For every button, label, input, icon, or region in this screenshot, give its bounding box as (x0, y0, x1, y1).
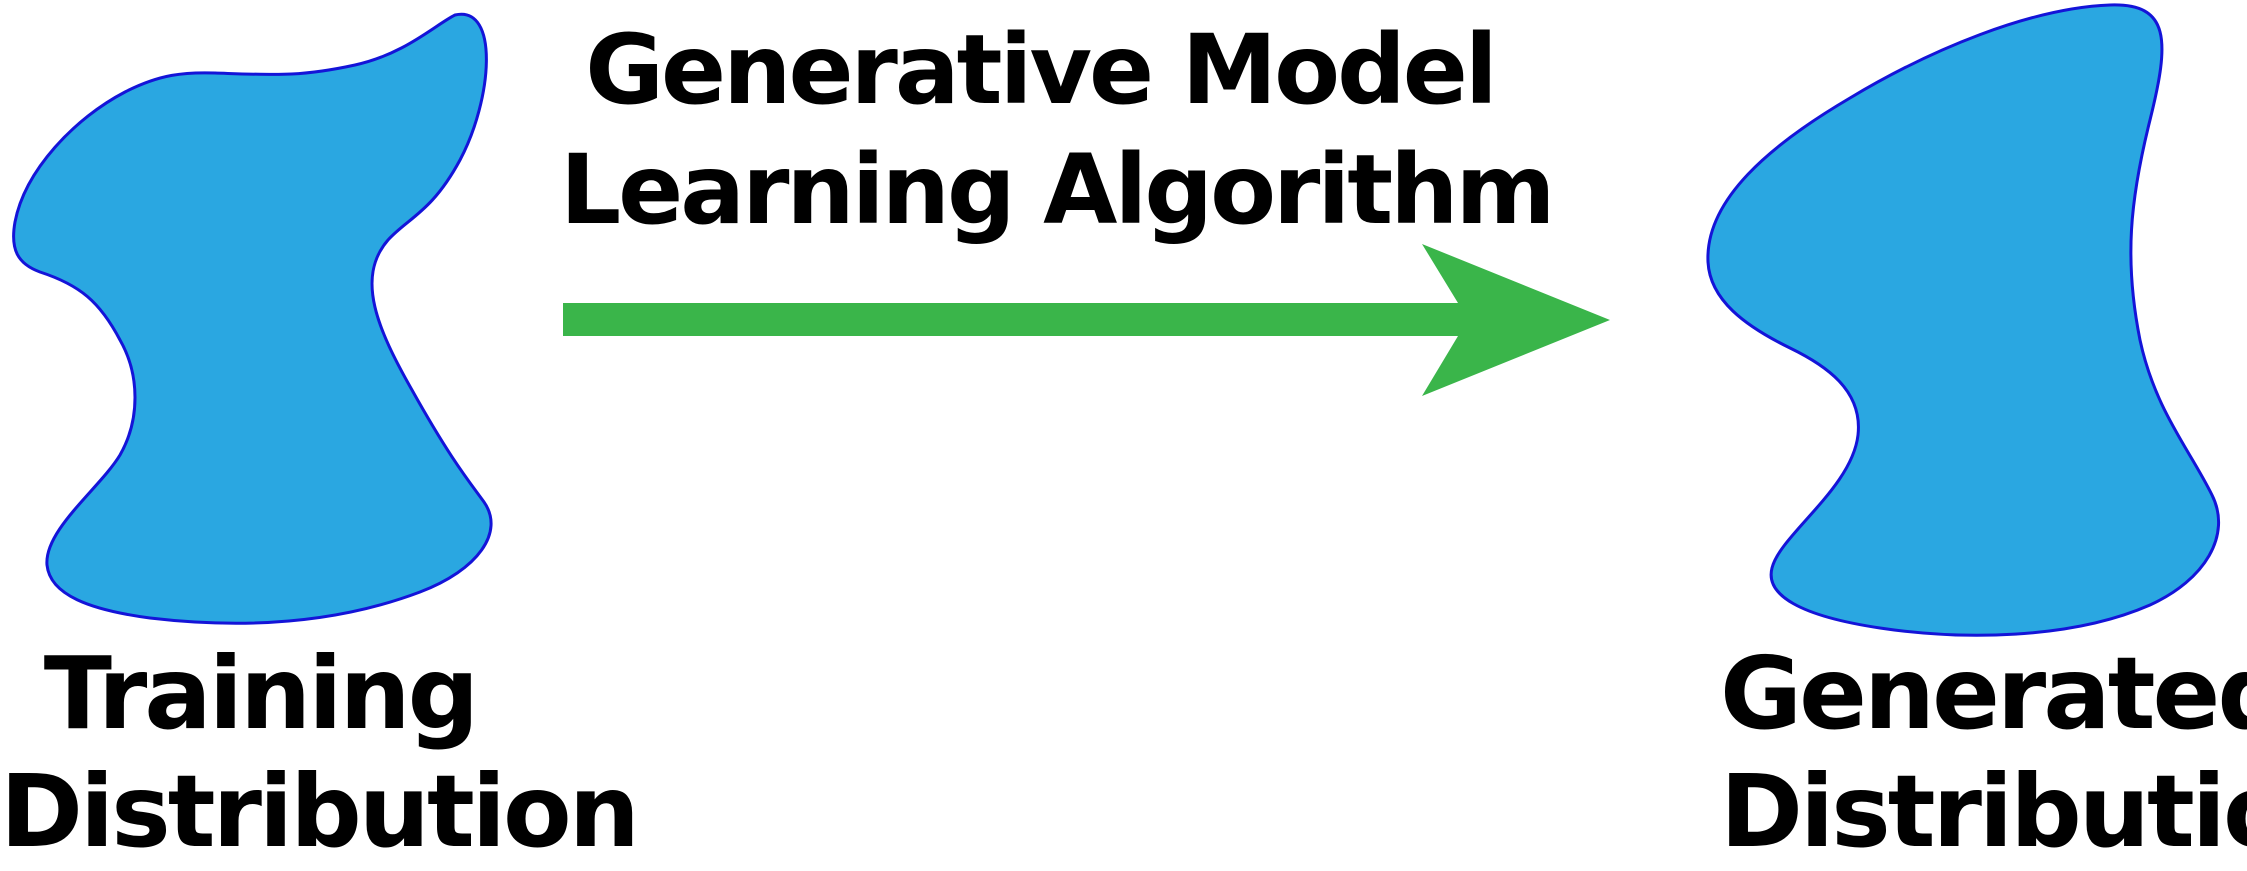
training-label-line2: Distribution (0, 753, 640, 870)
algorithm-label-line1: Generative Model (585, 14, 1498, 126)
arrow-right-icon (563, 244, 1610, 396)
generated-distribution-label: Generated Distribution (1720, 635, 2247, 871)
arrow-shaft (563, 303, 1463, 336)
training-distribution-blob (12, 12, 493, 625)
training-label-line1: Training (43, 635, 480, 752)
algorithm-label-line2: Learning Algorithm (560, 134, 1556, 246)
arrow-head (1422, 244, 1610, 396)
generated-distribution-blob (1706, 3, 2221, 637)
generated-label-line1: Generated (1720, 635, 2247, 752)
generated-label-line2: Distribution (1720, 753, 2247, 870)
training-distribution-label: Training Distribution (0, 635, 640, 871)
algorithm-label: Generative Model Learning Algorithm (560, 10, 1556, 250)
